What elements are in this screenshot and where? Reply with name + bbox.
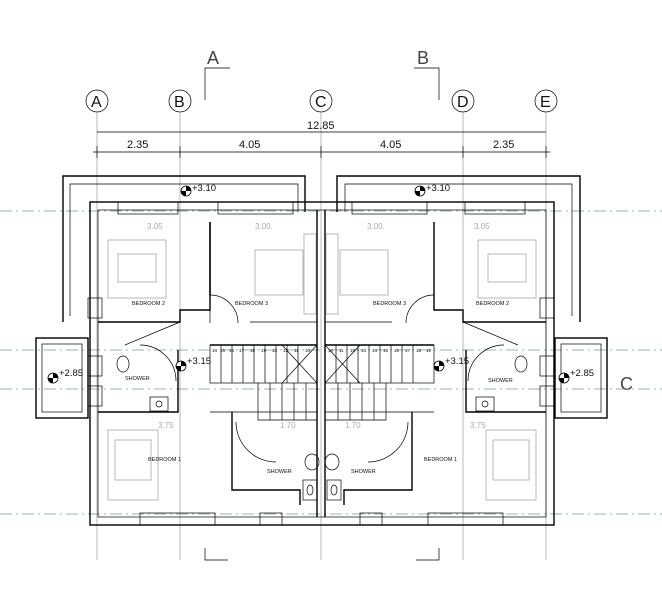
- grid-bubble-d-label: D: [457, 94, 469, 111]
- room-label-bedroom2-right: BEDROOM 2: [476, 301, 509, 307]
- level-marker-balcony-right: +2.85: [558, 368, 594, 384]
- faint-dim: 3.00: [367, 222, 383, 231]
- bay-dim-4: 2.35: [493, 139, 514, 151]
- overall-dimension-label: 12.85: [307, 120, 335, 132]
- stair-number: 16: [229, 348, 235, 353]
- section-mark-b: B: [414, 48, 440, 100]
- stair-number: 10: [305, 348, 311, 353]
- stair-number: 17: [405, 348, 411, 353]
- section-cut-bottom: [204, 548, 440, 561]
- level-label: +3.10: [426, 183, 450, 194]
- room-label-shower-right: SHOWER: [488, 378, 513, 384]
- level-marker-balcony-left: +2.85: [47, 368, 83, 384]
- stair-number: 16: [394, 348, 400, 353]
- room-labels: BEDROOM 2 BEDROOM 3 BEDROOM 3 BEDROOM 2 …: [125, 301, 513, 475]
- doors: [124, 294, 519, 463]
- stair-number: 12: [283, 348, 289, 353]
- stair-number: 17: [239, 348, 245, 353]
- stair-number: 14: [212, 348, 218, 353]
- grid-bubble-e-label: E: [540, 94, 551, 111]
- grid-bubble-a: A: [85, 89, 109, 113]
- sanitary-fixtures: [116, 355, 528, 501]
- stair-number: 13: [272, 348, 278, 353]
- stair-numbers: 14 15 16 17 18 19 13 12 11 10 10 11 12 1…: [212, 348, 432, 353]
- room-label-bedroom2-left: BEDROOM 2: [132, 301, 165, 307]
- windows: [87, 201, 555, 526]
- level-marker-roof-right: +3.10: [414, 183, 450, 197]
- faint-dim: 3.05: [474, 222, 490, 231]
- exterior-walls: [89, 201, 555, 526]
- room-label-bedroom3-left: BEDROOM 3: [235, 301, 268, 307]
- level-label: +3.15: [187, 356, 211, 367]
- faint-dim: 3.00: [255, 222, 271, 231]
- room-label-shower-mid-right: SHOWER: [351, 469, 376, 475]
- bay-dim-1: 2.35: [127, 139, 148, 151]
- grid-bubble-e: E: [534, 89, 558, 113]
- room-label-bedroom1-left: BEDROOM 1: [148, 457, 181, 463]
- faint-dim: 3.75: [470, 421, 486, 430]
- room-label-bedroom3-right: BEDROOM 3: [373, 301, 406, 307]
- room-label-shower-left: SHOWER: [125, 376, 150, 382]
- grid-bubble-c-label: C: [315, 94, 327, 111]
- grid-bubble-b: B: [168, 89, 192, 113]
- stair-number: 15: [220, 348, 226, 353]
- stair-number: 11: [339, 348, 344, 353]
- section-mark-a: A: [204, 48, 230, 100]
- section-label-a: A: [207, 48, 219, 68]
- level-label: +3.15: [445, 356, 469, 367]
- furniture: [107, 233, 537, 501]
- level-marker-landing-left: +3.15: [175, 356, 211, 372]
- stair-number: 18: [250, 348, 256, 353]
- faint-dim: 1.70: [280, 421, 296, 430]
- faint-dim: 3.75: [158, 421, 174, 430]
- stair-number: 11: [294, 348, 299, 353]
- stair-number: 19: [261, 348, 267, 353]
- bay-dim-3: 4.05: [380, 139, 401, 151]
- bay-dim-2: 4.05: [239, 139, 260, 151]
- grid-bubble-d: D: [451, 89, 475, 113]
- roof-parapet: [35, 175, 608, 419]
- level-label: +2.85: [59, 368, 83, 379]
- grid-bubble-b-label: B: [174, 94, 185, 111]
- level-label: +3.10: [192, 183, 216, 194]
- stair-number: 12: [350, 348, 356, 353]
- grid-bubble-c: C: [309, 89, 333, 113]
- room-label-bedroom1-right: BEDROOM 1: [424, 457, 457, 463]
- stair-number: 14: [372, 348, 378, 353]
- section-label-c: C: [620, 374, 633, 394]
- bay-dimensions: 2.35 4.05 4.05 2.35: [93, 139, 550, 158]
- grid-bubble-a-label: A: [91, 94, 102, 111]
- faint-room-dimensions: 3.05 3.00 3.00 3.05 3.75 1.70 1.70 3.75: [147, 222, 490, 430]
- level-marker-roof-left: +3.10: [180, 183, 216, 197]
- stair-number: 18: [416, 348, 422, 353]
- stair-number: 13: [361, 348, 367, 353]
- level-marker-landing-right: +3.15: [433, 356, 469, 372]
- staircase: [209, 344, 435, 421]
- faint-dim: 1.70: [345, 421, 361, 430]
- room-label-shower-mid-left: SHOWER: [267, 469, 292, 475]
- overall-dimension: 12.85: [97, 120, 546, 133]
- section-label-b: B: [417, 48, 429, 68]
- stair-number: 19: [426, 348, 432, 353]
- stair-number: 15: [383, 348, 389, 353]
- stair-number: 10: [328, 348, 334, 353]
- faint-dim: 3.05: [147, 222, 163, 231]
- level-label: +2.85: [570, 368, 594, 379]
